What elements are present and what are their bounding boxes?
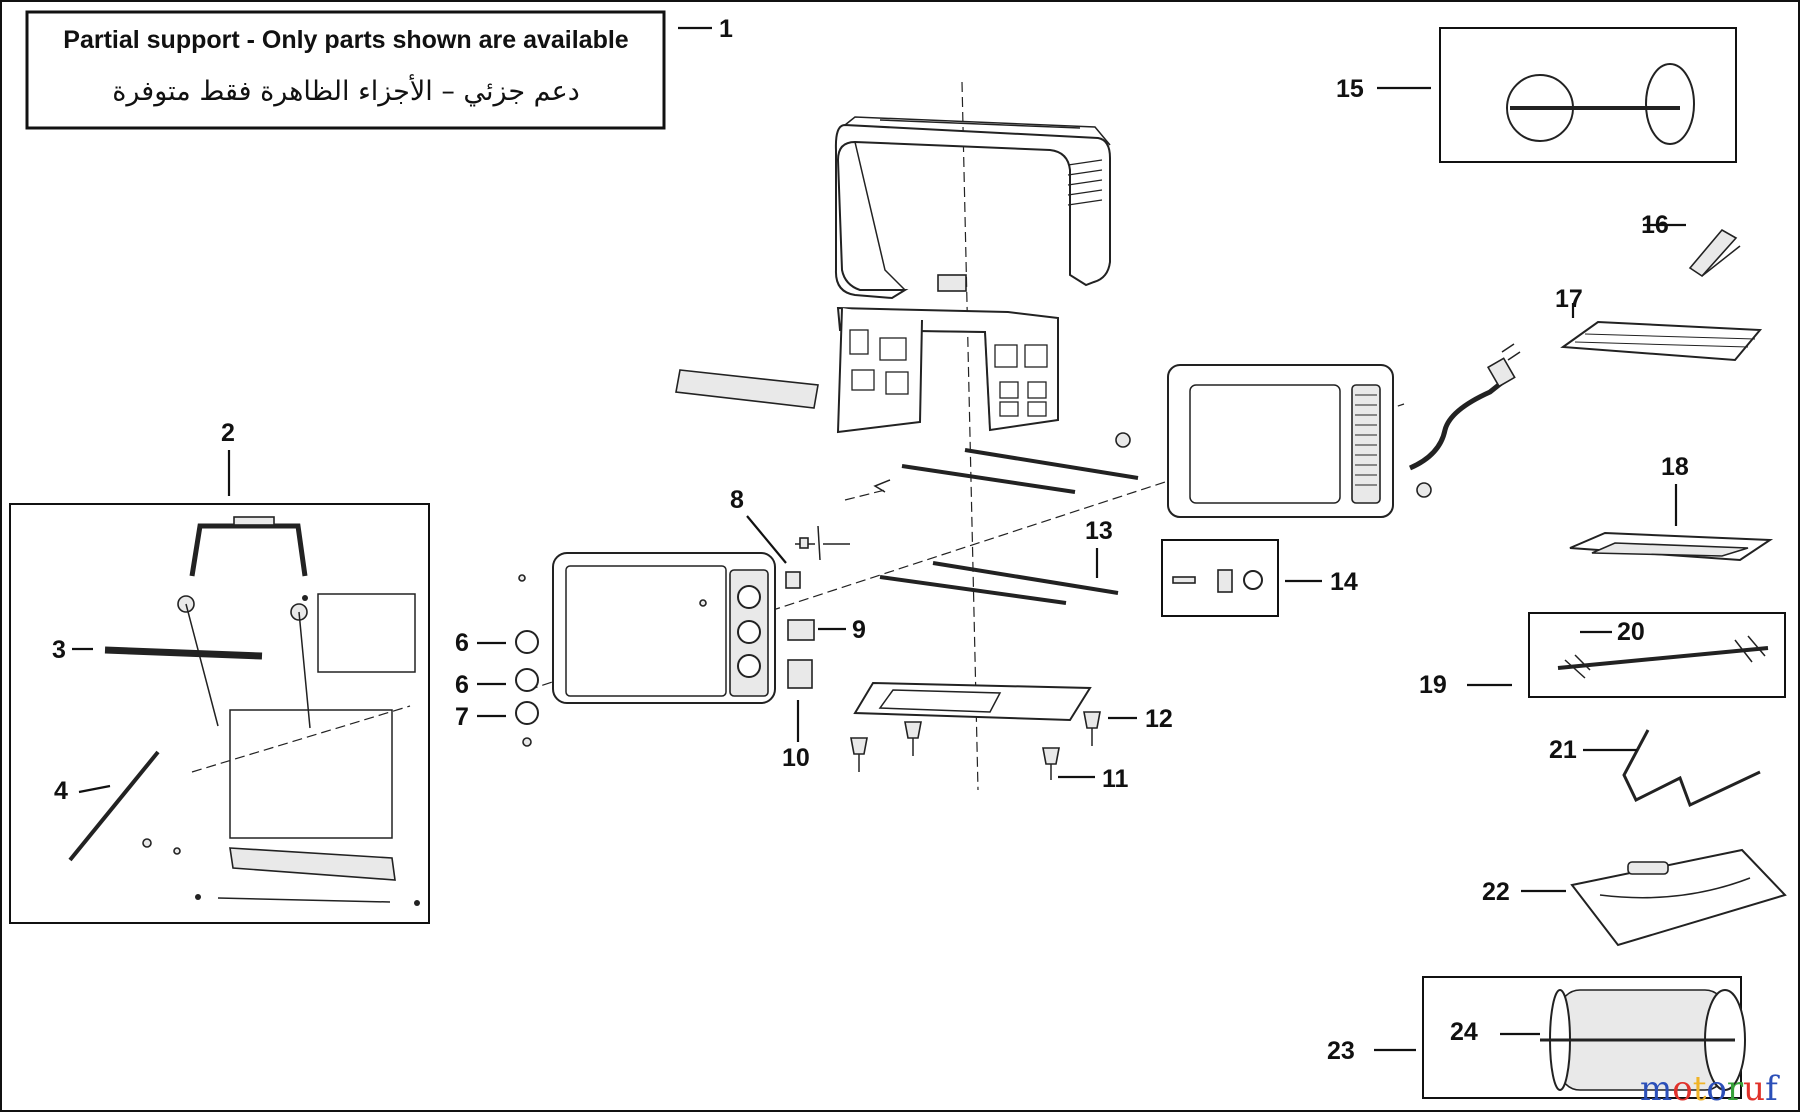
callout-22: 22 <box>1482 878 1510 906</box>
leader-lines <box>72 86 1686 1052</box>
wire-rack <box>1560 320 1763 362</box>
callout-2: 2 <box>221 419 235 447</box>
callout-3: 3 <box>52 636 66 664</box>
cover-clip <box>937 274 967 292</box>
callout-6b: 6 <box>455 671 469 699</box>
callout-1: 1 <box>719 15 733 43</box>
crumb-tray <box>1570 848 1787 947</box>
wm-letter: r <box>1727 1069 1744 1109</box>
power-cord <box>1408 343 1521 471</box>
housing-cover <box>834 116 1111 300</box>
rear-panel <box>1167 364 1394 518</box>
callout-18: 18 <box>1661 453 1689 481</box>
spit-box <box>1528 612 1786 698</box>
callout-9: 9 <box>852 616 866 644</box>
notice-english: Partial support - Only parts shown are a… <box>63 26 629 54</box>
assembly-axis <box>961 81 979 791</box>
front-panel <box>552 552 776 704</box>
callout-8: 8 <box>730 486 744 514</box>
wm-letter: f <box>1765 1069 1780 1109</box>
baking-tray <box>1569 531 1774 562</box>
rotisserie-basket-box <box>1422 976 1746 1099</box>
rear-grommet <box>1416 482 1432 498</box>
grommet <box>1115 432 1131 448</box>
callout-21: 21 <box>1549 736 1577 764</box>
wm-letter: m <box>1640 1069 1672 1109</box>
control-knobs <box>515 630 539 747</box>
feet <box>850 711 1101 780</box>
callout-10: 10 <box>782 744 810 772</box>
heat-shield-strip <box>675 369 819 409</box>
callout-17: 17 <box>1555 285 1583 313</box>
upper-heating-elements <box>844 448 1139 501</box>
callout-24: 24 <box>1450 1018 1478 1046</box>
callout-7: 7 <box>455 703 469 731</box>
wm-letter: o <box>1672 1069 1692 1109</box>
handle-part <box>1688 228 1741 278</box>
callout-16: 16 <box>1641 211 1669 239</box>
notice-arabic: دعم جزئي – الأجزاء الظاهرة فقط متوفرة <box>112 73 579 107</box>
door-assembly-box <box>9 503 430 924</box>
callout-19: 19 <box>1419 671 1447 699</box>
callout-20: 20 <box>1617 618 1645 646</box>
svg-text:motoruf: motoruf <box>1640 1069 1780 1109</box>
wm-letter: u <box>1743 1069 1765 1109</box>
callout-15: 15 <box>1336 75 1364 103</box>
switches <box>785 525 850 689</box>
rotisserie-box <box>1439 27 1737 163</box>
partial-support-notice: Partial support - Only parts shown are a… <box>25 10 666 130</box>
lower-heating-elements <box>879 561 1119 605</box>
callout-6a: 6 <box>455 629 469 657</box>
callout-13: 13 <box>1085 517 1113 545</box>
callout-14: 14 <box>1330 568 1358 596</box>
inner-chassis <box>836 306 1059 434</box>
callout-12: 12 <box>1145 705 1173 733</box>
callout-11: 11 <box>1102 765 1129 793</box>
callout-23: 23 <box>1327 1037 1355 1065</box>
motoruf-watermark: motoruf <box>1640 1069 1780 1109</box>
callout-4: 4 <box>54 777 68 805</box>
base-tray <box>853 681 1092 722</box>
rack-lifter <box>1622 729 1761 808</box>
wm-letter: t <box>1693 1069 1707 1109</box>
wm-letter: o <box>1706 1069 1726 1109</box>
knob-kit-box <box>1161 539 1279 617</box>
